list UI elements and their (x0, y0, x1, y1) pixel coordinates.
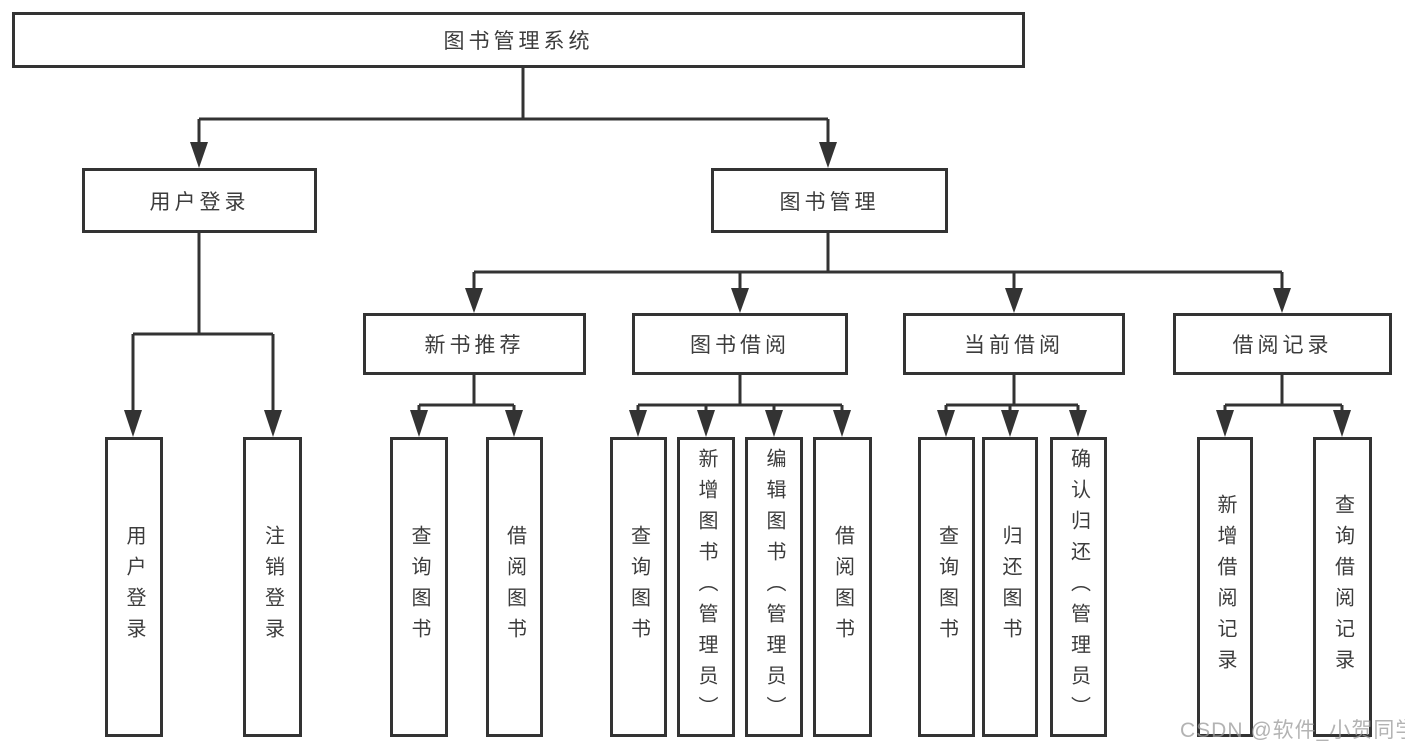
node-borrowing-records: 借阅记录 (1173, 313, 1392, 375)
leaf-label: 新增图书（管理员） (695, 447, 717, 727)
node-new-book-recommendation: 新书推荐 (363, 313, 586, 375)
node-library-management-system: 图书管理系统 (12, 12, 1025, 68)
leaf-label: 查询图书 (935, 525, 958, 649)
arrow-icon (124, 410, 142, 437)
leaf-nb-query-books: 查询图书 (390, 437, 448, 737)
node-label: 图书管理系统 (443, 30, 594, 53)
leaf-label: 用户登录 (123, 525, 145, 649)
leaf-user-login: 用户登录 (105, 437, 163, 737)
connector-user-login (131, 233, 275, 413)
leaf-label: 确认归还（管理员） (1067, 447, 1090, 727)
leaf-br-query-record: 查询借阅记录 (1313, 437, 1372, 737)
arrow-icon (833, 410, 851, 437)
arrow-icon (1005, 288, 1023, 313)
node-label: 用户登录 (149, 190, 250, 214)
leaf-label: 归还图书 (999, 525, 1021, 649)
leaf-bb-add-books-admin: 新增图书（管理员） (677, 437, 735, 737)
leaf-label: 注销登录 (261, 525, 284, 649)
arrow-icon (765, 410, 783, 437)
leaf-label: 查询图书 (627, 525, 650, 649)
node-label: 当前借阅 (964, 334, 1064, 357)
leaf-label: 编辑图书（管理员） (763, 447, 785, 727)
arrow-icon (1273, 288, 1291, 313)
arrow-icon (1216, 410, 1234, 437)
node-label: 借阅记录 (1232, 334, 1333, 357)
arrow-icon (731, 288, 749, 313)
leaf-br-add-record: 新增借阅记录 (1197, 437, 1253, 737)
arrow-icon (410, 410, 428, 437)
connector-borrowing-records (1223, 375, 1344, 413)
arrow-icon (1001, 410, 1019, 437)
leaf-cb-return-books: 归还图书 (982, 437, 1038, 737)
connector-root (197, 68, 830, 146)
leaf-bb-edit-books-admin: 编辑图书（管理员） (745, 437, 803, 737)
leaf-bb-query-books: 查询图书 (610, 437, 667, 737)
node-label: 图书管理 (779, 190, 880, 214)
node-current-borrowing: 当前借阅 (903, 313, 1125, 375)
arrow-icon (819, 142, 837, 168)
leaf-logout: 注销登录 (243, 437, 302, 737)
arrow-icon (505, 410, 523, 437)
connector-current-borrowing (944, 375, 1080, 413)
connector-book-borrowing (636, 375, 844, 413)
node-user-login: 用户登录 (82, 168, 317, 233)
node-label: 图书借阅 (690, 334, 790, 357)
node-label: 新书推荐 (424, 334, 525, 357)
leaf-label: 借阅图书 (503, 525, 526, 649)
arrow-icon (1069, 410, 1087, 437)
arrow-icon (629, 410, 647, 437)
leaf-cb-confirm-return-admin: 确认归还（管理员） (1050, 437, 1107, 737)
node-book-borrowing: 图书借阅 (632, 313, 848, 375)
connector-book-management (472, 233, 1284, 290)
arrow-icon (697, 410, 715, 437)
leaf-nb-borrow-books: 借阅图书 (486, 437, 543, 737)
connector-new-books (417, 375, 516, 413)
leaf-label: 借阅图书 (831, 525, 854, 649)
leaf-label: 查询借阅记录 (1331, 494, 1354, 680)
arrow-icon (1333, 410, 1351, 437)
leaf-label: 新增借阅记录 (1214, 494, 1236, 680)
arrow-icon (465, 288, 483, 313)
arrow-icon (264, 410, 282, 437)
arrow-icon (937, 410, 955, 437)
leaf-bb-borrow-books: 借阅图书 (813, 437, 872, 737)
leaf-cb-query-books: 查询图书 (918, 437, 975, 737)
csdn-watermark: CSDN @软件_小贺同学 (1180, 719, 1405, 742)
leaf-label: 查询图书 (408, 525, 430, 649)
arrow-icon (190, 142, 208, 168)
node-book-management: 图书管理 (711, 168, 948, 233)
